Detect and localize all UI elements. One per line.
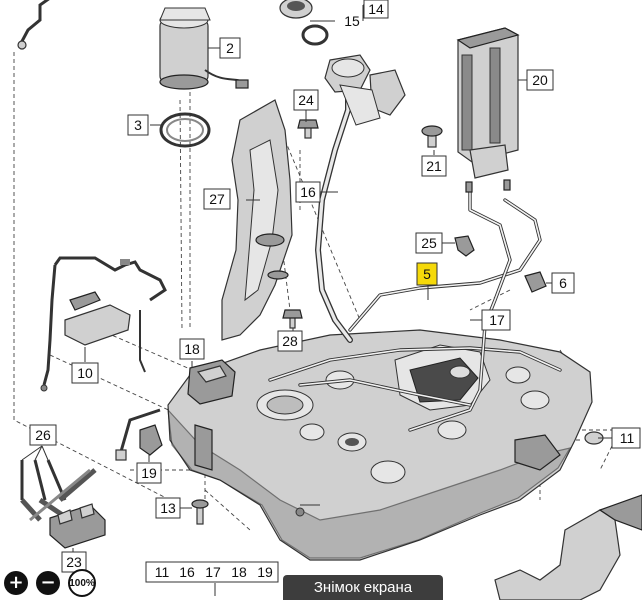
probe-set: [20, 459, 106, 549]
callout-21: 21: [426, 158, 442, 174]
fuel-tank: [167, 329, 593, 561]
screw-24: [297, 119, 319, 139]
zoom-out-button[interactable]: −: [36, 571, 60, 595]
screw-21: [421, 125, 443, 148]
control-unit: [187, 359, 236, 405]
charcoal-canister: [456, 27, 520, 193]
callout-20: 20: [532, 72, 548, 88]
callout-labels: 2 3 15 14 24 27 16 20 21 25 5 6 17 11 28…: [29, 0, 641, 583]
fuel-pump-module: [159, 7, 249, 148]
callout-5: 5: [423, 266, 431, 282]
callout-25: 25: [421, 235, 437, 251]
callout-27: 27: [209, 191, 225, 207]
callout-28: 28: [282, 333, 298, 349]
callout-11: 11: [620, 430, 635, 446]
callout-group-19: 19: [257, 564, 273, 580]
callout-24: 24: [298, 92, 314, 108]
fuel-lines: [268, 188, 562, 432]
callout-15: 15: [344, 13, 360, 29]
zoom-reset-button[interactable]: 100%: [68, 569, 96, 597]
filler-cap: [279, 0, 329, 46]
callout-16: 16: [300, 184, 316, 200]
callout-group-11: 11: [155, 564, 170, 580]
screenshot-tooltip: Знімок екрана: [283, 575, 443, 600]
connector-19: [115, 408, 163, 461]
tube-clip: [17, 40, 27, 50]
callout-6: 6: [559, 275, 567, 291]
breather-tube: [18, 0, 50, 46]
zoom-toolbar: + − 100%: [4, 569, 96, 597]
callout-10: 10: [77, 365, 93, 381]
mounting-bracket: [494, 494, 642, 600]
callout-group-17: 17: [205, 564, 221, 580]
zoom-in-button[interactable]: +: [4, 571, 28, 595]
callout-17: 17: [489, 312, 505, 328]
filler-neck: [315, 54, 406, 343]
callout-13: 13: [160, 500, 176, 516]
callout-14: 14: [368, 1, 384, 17]
heat-shield: [221, 99, 293, 341]
callout-group-16: 16: [179, 564, 195, 580]
callout-23: 23: [66, 554, 82, 570]
callout-2: 2: [226, 40, 234, 56]
callout-26: 26: [35, 427, 51, 443]
clip-25: [454, 235, 475, 257]
callout-3: 3: [134, 117, 142, 133]
sender-wiring: [40, 256, 167, 392]
callout-19: 19: [141, 465, 157, 481]
callout-18: 18: [184, 341, 200, 357]
screw-13: [191, 499, 209, 525]
clip-6: [524, 271, 547, 293]
callout-group-18: 18: [231, 564, 247, 580]
screw-28: [282, 309, 303, 329]
